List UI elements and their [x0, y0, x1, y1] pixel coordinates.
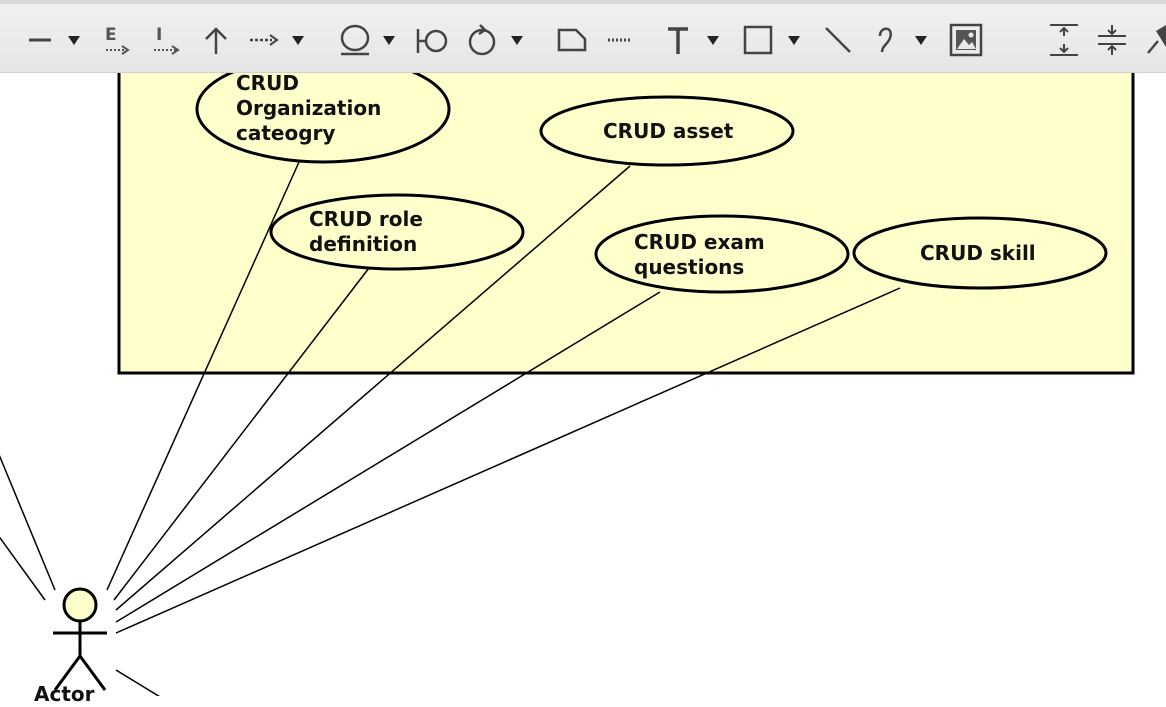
curve-icon — [872, 24, 900, 56]
association-dropdown[interactable] — [66, 22, 82, 58]
interface-icon — [414, 25, 450, 55]
usecase-label-organization-category: CRUD Organization cateogry — [236, 71, 382, 145]
diagram-svg — [0, 73, 1135, 696]
usecase-ellipse-icon — [338, 23, 372, 57]
image-icon — [949, 23, 983, 57]
text-dropdown[interactable] — [705, 22, 721, 58]
association-line[interactable] — [115, 291, 661, 623]
association-line[interactable] — [0, 445, 56, 591]
rectangle-icon — [742, 24, 774, 56]
generalization-tool[interactable] — [202, 22, 230, 58]
association-line[interactable] — [115, 165, 631, 611]
actor-right-leg — [78, 655, 107, 691]
actor-head — [62, 587, 98, 623]
usecase-ellipse[interactable] — [539, 95, 795, 167]
dashed-arrow-icon — [248, 30, 280, 50]
dotted-line-icon — [606, 30, 634, 50]
pin-tool[interactable] — [1144, 22, 1166, 58]
control-icon — [466, 23, 498, 57]
usecase-dropdown[interactable] — [381, 22, 397, 58]
extend-tool[interactable]: E — [104, 22, 132, 58]
diagram-toolbar: E I — [0, 0, 1166, 73]
control-tool[interactable] — [466, 22, 498, 58]
triangle-down-icon — [509, 33, 525, 47]
diagram-canvas[interactable]: CRUD Organization cateogry CRUD asset CR… — [0, 71, 1166, 706]
triangle-down-icon — [66, 33, 82, 47]
usecase-ellipse[interactable] — [594, 214, 850, 294]
usecase-label-asset: CRUD asset — [603, 119, 734, 143]
triangle-down-icon — [913, 33, 929, 47]
association-line[interactable] — [115, 287, 901, 634]
usecase-ellipse[interactable] — [269, 193, 525, 271]
triangle-down-icon — [290, 33, 306, 47]
text-tool[interactable] — [664, 22, 692, 58]
actor-left-leg — [53, 655, 82, 691]
include-tool[interactable]: I — [152, 22, 182, 58]
include-arrow-icon: I — [152, 25, 182, 55]
line-icon — [27, 30, 53, 50]
rectangle-tool[interactable] — [742, 22, 774, 58]
triangle-down-icon — [705, 33, 721, 47]
actor-name-label: Actor — [34, 682, 95, 706]
note-tool[interactable] — [556, 22, 588, 58]
association-line[interactable] — [113, 267, 370, 601]
dependency-tool[interactable] — [248, 22, 280, 58]
collapse-vertical-tool[interactable] — [1094, 22, 1130, 58]
association-line[interactable] — [106, 161, 300, 591]
actor-figure[interactable] — [53, 587, 107, 691]
association-tool[interactable] — [26, 22, 54, 58]
note-link-tool[interactable] — [606, 22, 634, 58]
association-line[interactable] — [0, 531, 46, 601]
dependency-dropdown[interactable] — [290, 22, 306, 58]
text-icon — [664, 24, 692, 56]
control-dropdown[interactable] — [509, 22, 525, 58]
note-icon — [556, 27, 588, 53]
usecase-label-role-definition: CRUD role definition — [309, 207, 423, 256]
collapse-vertical-icon — [1094, 22, 1130, 58]
pin-icon — [1144, 23, 1166, 57]
usecase-label-exam-questions: CRUD exam questions — [634, 230, 765, 279]
rectangle-dropdown[interactable] — [786, 22, 802, 58]
generalization-arrow-icon — [202, 25, 230, 55]
line-tool[interactable] — [822, 22, 854, 58]
triangle-down-icon — [786, 33, 802, 47]
usecase-ellipse[interactable] — [195, 73, 451, 164]
triangle-down-icon — [381, 33, 397, 47]
expand-vertical-tool[interactable] — [1046, 22, 1082, 58]
extend-arrow-icon: E — [104, 25, 132, 55]
usecase-tool[interactable] — [338, 22, 372, 58]
image-tool[interactable] — [949, 22, 983, 58]
window-top-strip — [0, 0, 1166, 4]
expand-vertical-icon — [1046, 22, 1082, 58]
usecase-ellipse[interactable] — [852, 216, 1108, 290]
association-line[interactable] — [115, 669, 170, 696]
diagonal-line-icon — [822, 24, 854, 56]
curve-tool[interactable] — [872, 22, 900, 58]
interface-tool[interactable] — [414, 22, 450, 58]
usecase-label-skill: CRUD skill — [920, 241, 1036, 265]
curve-dropdown[interactable] — [913, 22, 929, 58]
